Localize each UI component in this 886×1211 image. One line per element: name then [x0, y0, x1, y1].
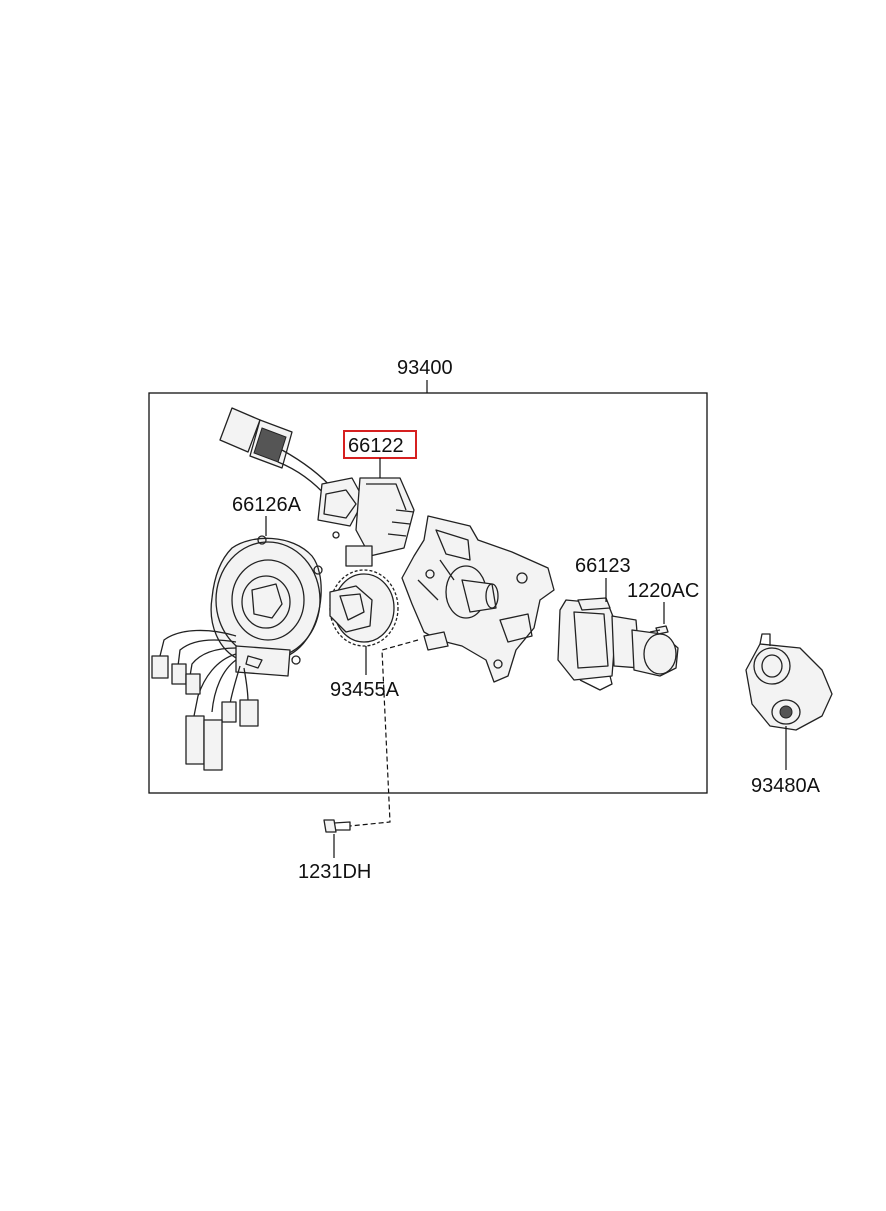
label-1231DH[interactable]: 1231DH — [298, 861, 371, 883]
steering-angle-sensor[interactable] — [745, 633, 833, 731]
bolt-1231DH[interactable] — [323, 819, 351, 833]
label-66122[interactable]: 66122 — [348, 435, 404, 457]
label-93400[interactable]: 93400 — [397, 357, 453, 379]
wiper-switch[interactable] — [557, 597, 679, 691]
label-93480A[interactable]: 93480A — [751, 775, 821, 797]
clock-spring[interactable] — [151, 535, 323, 771]
label-66126A[interactable]: 66126A — [232, 494, 302, 516]
sensor-ring[interactable] — [329, 569, 399, 647]
label-1220AC[interactable]: 1220AC — [627, 580, 699, 602]
light-switch-lever[interactable] — [219, 407, 415, 567]
column-bracket[interactable] — [401, 515, 555, 683]
label-93455A[interactable]: 93455A — [330, 679, 400, 701]
dashed-leader-1231DH — [349, 639, 419, 827]
assembly-frame — [148, 392, 708, 794]
label-66123[interactable]: 66123 — [575, 555, 631, 577]
screw-1220AC[interactable] — [649, 625, 669, 635]
